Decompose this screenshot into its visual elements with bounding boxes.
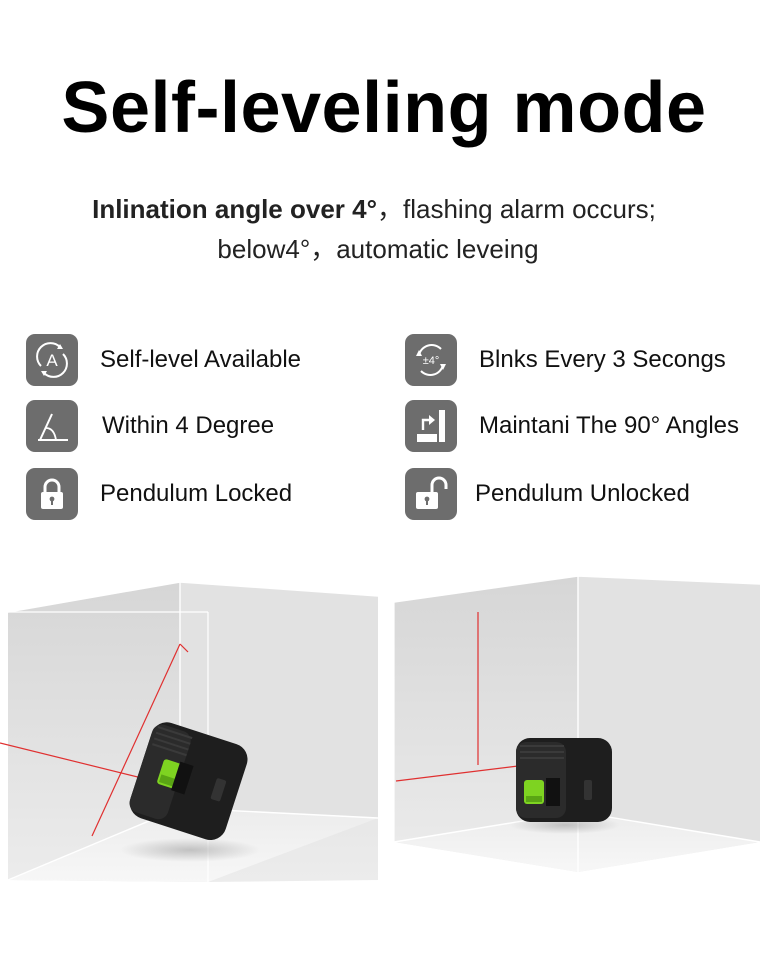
lock-open-icon (405, 468, 457, 520)
laser-device-tilted (129, 722, 248, 840)
feature-blink: ±4° Blnks Every 3 Secongs (405, 334, 726, 386)
laser-device-level (516, 738, 612, 822)
svg-text:A: A (46, 351, 58, 370)
feature-within-4-degree: Within 4 Degree (26, 400, 274, 452)
feature-label: Pendulum Locked (100, 480, 293, 507)
feature-self-level: A Self-level Available (26, 334, 301, 386)
feature-label: Self-level Available (100, 346, 302, 373)
subtitle-line-1: Inlination angle over 4°，flashing alarm … (0, 196, 758, 222)
page-title: Self-leveling mode (61, 68, 707, 148)
feature-pendulum-unlocked: Pendulum Unlocked (405, 468, 690, 520)
feature-label: Blnks Every 3 Secongs (479, 346, 726, 373)
blink-icon-text: ±4° (423, 355, 440, 367)
angle-icon (26, 400, 78, 452)
right-room-level (393, 575, 761, 872)
feature-90-angles: Maintani The 90° Angles (405, 400, 739, 452)
subtitle-rest: ，flashing alarm occurs; (377, 194, 656, 224)
feature-label: Maintani The 90° Angles (479, 412, 739, 439)
self-level-a-icon: A (26, 334, 78, 386)
feature-label: Pendulum Unlocked (475, 480, 690, 507)
right-angle-arrow-icon (405, 400, 457, 452)
left-room-tilted (0, 581, 379, 882)
lock-closed-icon (26, 468, 78, 520)
subtitle-line-2: below4°，automatic leveing (217, 234, 539, 264)
subtitle-bold: Inlination angle over 4° (92, 194, 377, 224)
feature-label: Within 4 Degree (102, 412, 275, 439)
feature-pendulum-locked: Pendulum Locked (26, 468, 292, 520)
blink-plus-minus-4-icon: ±4° (405, 334, 457, 386)
laser-room-illustration (0, 575, 761, 882)
